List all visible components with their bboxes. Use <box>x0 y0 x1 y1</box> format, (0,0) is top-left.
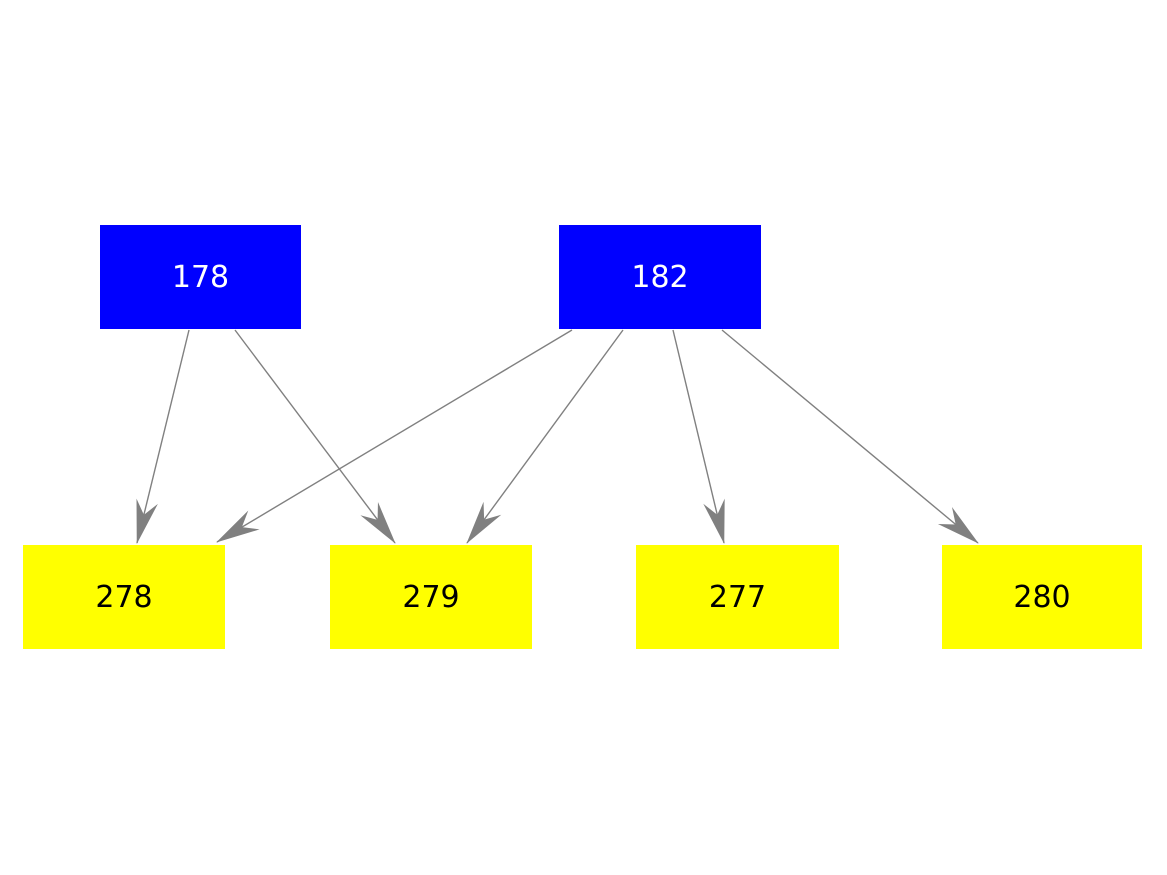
node-277-box <box>636 545 839 649</box>
edge-182-to-277 <box>672 329 725 544</box>
edges-layer <box>136 329 979 544</box>
edge-182-to-280 <box>721 329 979 544</box>
node-178-label: 178 <box>172 260 229 295</box>
node-280-box <box>942 545 1142 649</box>
edge-182-to-278 <box>216 329 573 543</box>
node-279: 279 <box>330 545 532 649</box>
edge-178-to-279 <box>234 329 396 544</box>
node-280: 280 <box>942 545 1142 649</box>
node-182: 182 <box>559 225 761 329</box>
node-278-box <box>23 545 225 649</box>
nodes-layer: 178 182 278 279 277 280 <box>23 225 1142 649</box>
node-182-box <box>559 225 761 329</box>
node-278: 278 <box>23 545 225 649</box>
node-279-label: 279 <box>402 580 459 615</box>
node-178: 178 <box>100 225 301 329</box>
node-278-label: 278 <box>95 580 152 615</box>
edge-182-to-279 <box>466 329 624 544</box>
node-277: 277 <box>636 545 839 649</box>
edge-178-to-278 <box>136 329 190 544</box>
node-182-label: 182 <box>631 260 688 295</box>
node-280-label: 280 <box>1013 580 1070 615</box>
node-277-label: 277 <box>709 580 766 615</box>
node-178-box <box>100 225 301 329</box>
node-279-box <box>330 545 532 649</box>
